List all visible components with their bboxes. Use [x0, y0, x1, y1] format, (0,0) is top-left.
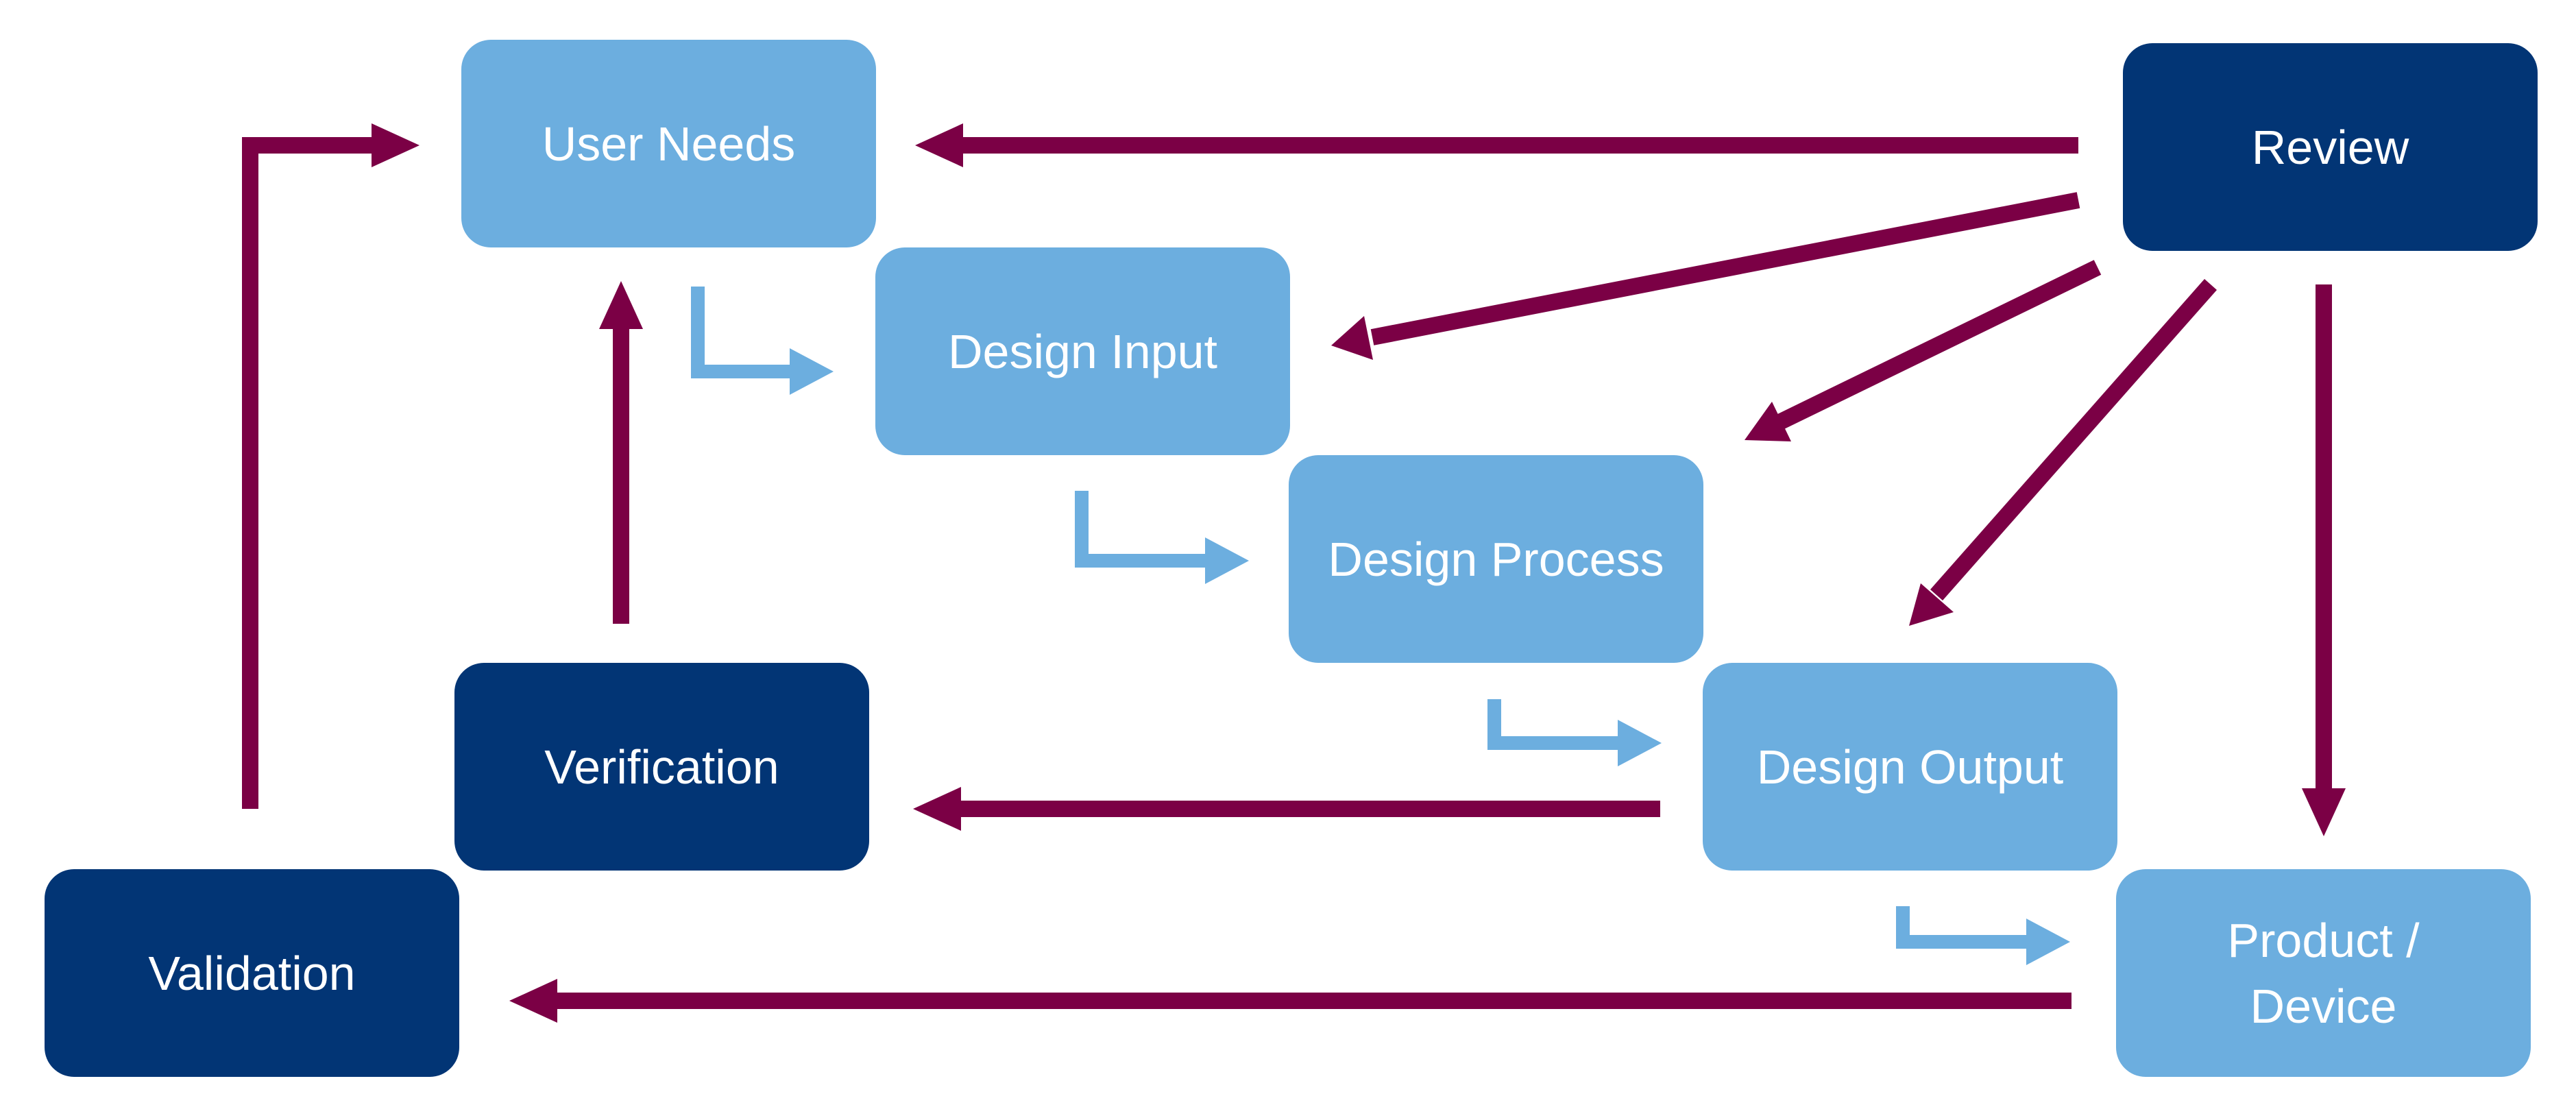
- node-design-output-label: Design Output: [1756, 740, 2064, 794]
- node-design-output: Design Output: [1703, 663, 2117, 871]
- feedback-arrow-review-to-user-needs: [915, 123, 2078, 167]
- feedback-arrow-product-device-to-validation: [509, 979, 2071, 1023]
- node-design-process-label: Design Process: [1328, 532, 1664, 586]
- flow-arrow-design-process-to-design-output: [1487, 699, 1662, 766]
- feedback-arrow-review-to-design-process: [1745, 260, 2102, 441]
- node-product-device-label-line1: Product /: [2227, 913, 2420, 967]
- node-design-process: Design Process: [1289, 455, 1703, 663]
- feedback-arrow-design-output-to-verification: [913, 787, 1660, 831]
- feedback-arrow-review-to-product-device: [2302, 284, 2346, 836]
- flow-arrow-user-needs-to-design-input: [691, 287, 834, 395]
- node-product-device: Product / Device: [2116, 869, 2531, 1077]
- node-user-needs: User Needs: [461, 40, 876, 247]
- feedback-arrow-verification-to-user-needs: [599, 281, 643, 624]
- node-user-needs-label: User Needs: [542, 117, 796, 171]
- node-design-input: Design Input: [875, 247, 1290, 455]
- node-verification: Verification: [454, 663, 869, 871]
- flow-arrow-design-output-to-product-device: [1896, 906, 2070, 965]
- node-verification-label: Verification: [544, 740, 779, 794]
- node-review: Review: [2123, 43, 2538, 251]
- node-validation-label: Validation: [148, 946, 356, 1000]
- feedback-arrow-review-to-design-input: [1331, 192, 2080, 360]
- node-review-label: Review: [2251, 120, 2409, 174]
- node-design-input-label: Design Input: [947, 324, 1218, 378]
- feedback-arrow-validation-to-user-needs: [242, 123, 420, 809]
- feedback-arrow-review-to-design-output: [1909, 279, 2217, 626]
- flow-arrow-design-input-to-design-process: [1075, 491, 1249, 584]
- node-product-device-label-line2: Device: [2250, 979, 2397, 1033]
- node-validation: Validation: [45, 869, 459, 1077]
